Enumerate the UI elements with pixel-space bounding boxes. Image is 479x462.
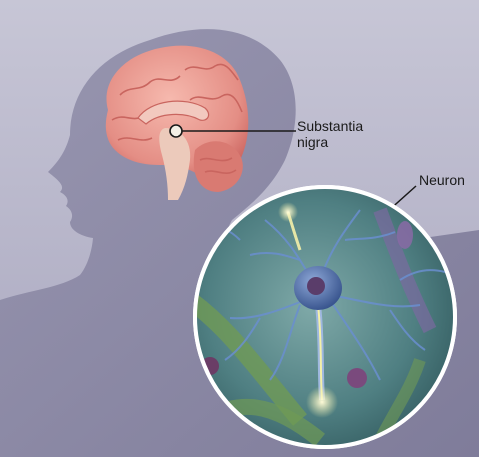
substantia-nigra-marker — [170, 125, 182, 137]
neuron-label: Neuron — [419, 172, 465, 188]
substantia-nigra-label: Substantia nigra — [297, 118, 417, 150]
substantia-nigra-label-line1: Substantia — [297, 118, 417, 134]
substantia-nigra-label-line2: nigra — [297, 134, 417, 150]
